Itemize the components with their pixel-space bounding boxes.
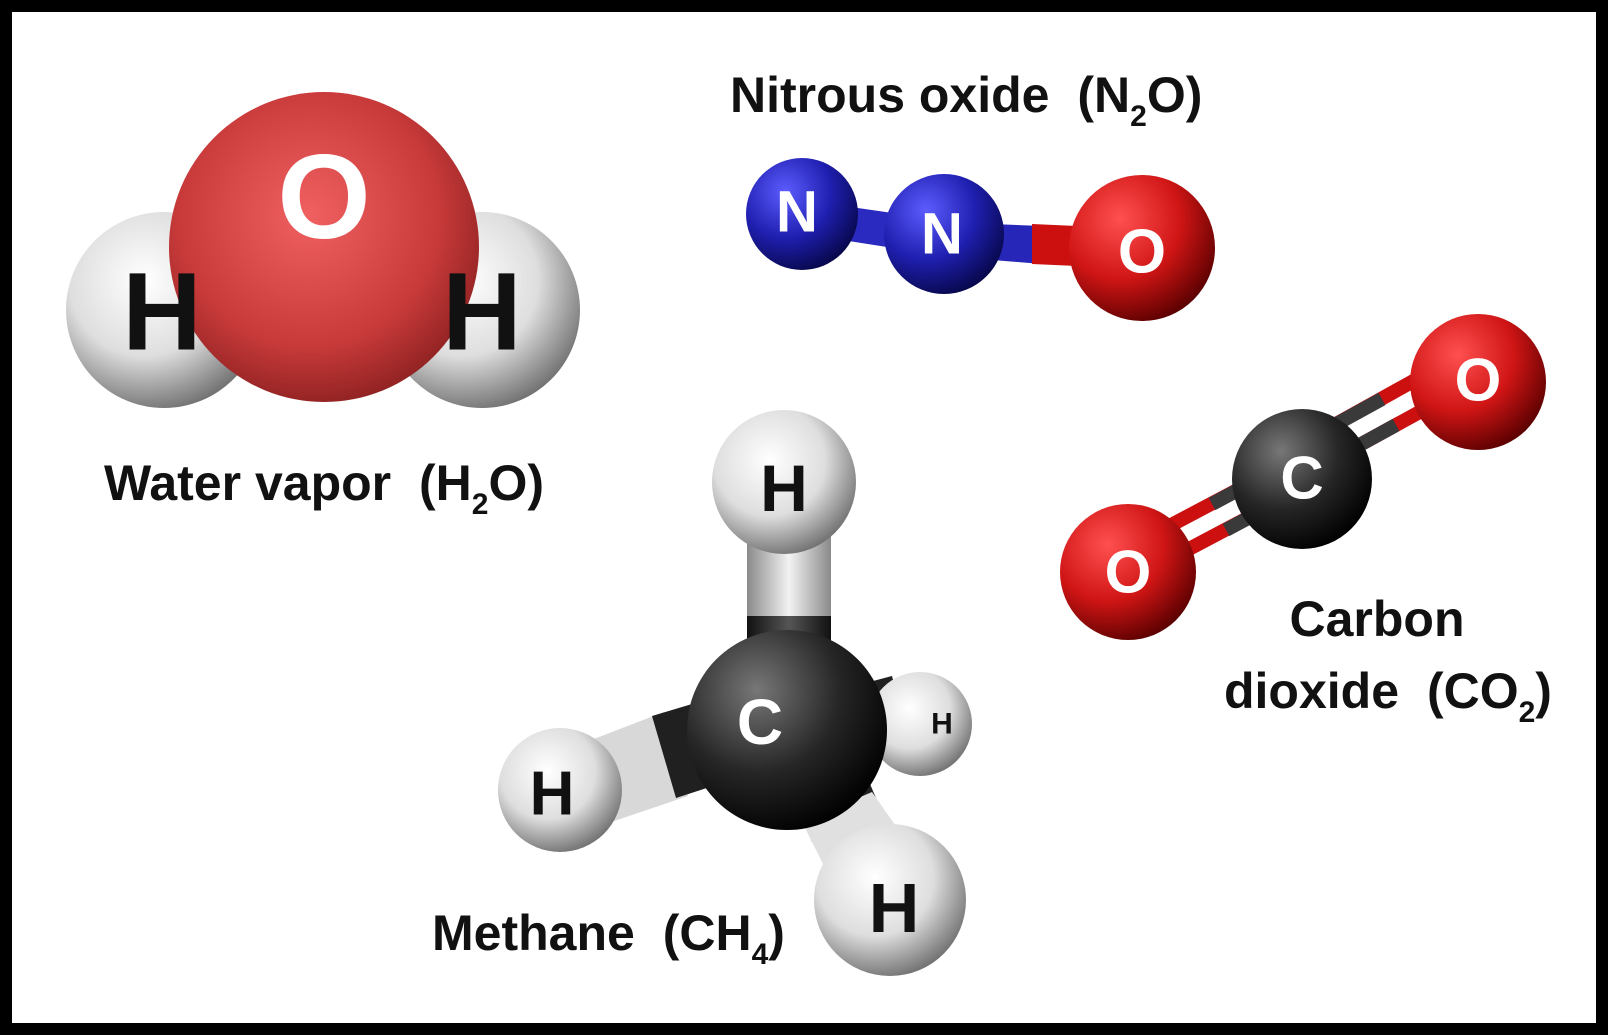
water-formula-subscript: 2 xyxy=(472,488,489,521)
water-molecule: O H H xyxy=(66,92,580,408)
carbon-dioxide-oxygen-bottom-atom xyxy=(1060,504,1196,640)
methane-formula-suffix: ) xyxy=(768,905,785,961)
water-formula-prefix: (H xyxy=(419,455,472,511)
carbon-dioxide-formula-suffix: ) xyxy=(1535,663,1552,719)
water-hydrogen-right-symbol: H xyxy=(442,251,521,374)
nitrous-oxide-molecule: N N O xyxy=(746,158,1215,321)
methane-name: Methane xyxy=(432,905,635,961)
carbon-dioxide-name-line2: dioxide xyxy=(1224,663,1399,719)
carbon-dioxide-oxygen-bottom-symbol: O xyxy=(1105,539,1152,606)
methane-hydrogen-bottom-atom xyxy=(814,824,966,976)
carbon-dioxide-oxygen-top-symbol: O xyxy=(1455,347,1502,414)
methane-hydrogen-right-symbol: H xyxy=(931,708,953,741)
molecules-diagram: O H H Water vapor (H2O) Nitrous oxide (N… xyxy=(66,67,1552,976)
water-formula-suffix: O) xyxy=(488,455,544,511)
methane-carbon-symbol: C xyxy=(737,686,783,758)
nitrous-oxide-formula-prefix: (N xyxy=(1077,67,1130,123)
methane-hydrogen-top-atom xyxy=(712,410,856,554)
nitrous-oxide-nitrogen-2-symbol: N xyxy=(921,202,963,267)
water-hydrogen-left-symbol: H xyxy=(122,251,201,374)
nitrous-oxide-formula-suffix: O) xyxy=(1147,67,1203,123)
water-oxygen-symbol: O xyxy=(277,130,370,264)
carbon-dioxide-carbon-atom xyxy=(1232,409,1372,549)
carbon-dioxide-label-line1: Carbon xyxy=(1290,591,1465,647)
nitrous-oxide-nitrogen-2-atom xyxy=(884,174,1004,294)
methane-hydrogen-left-atom xyxy=(498,728,622,852)
carbon-dioxide-oxygen-top-atom xyxy=(1410,314,1546,450)
nitrous-oxide-formula-subscript: 2 xyxy=(1130,100,1147,133)
methane-carbon-atom xyxy=(687,630,887,830)
carbon-dioxide-carbon-symbol: C xyxy=(1280,445,1323,512)
methane-formula-prefix: (CH xyxy=(663,905,752,961)
methane-hydrogen-left-symbol: H xyxy=(530,760,575,829)
methane-hydrogen-top-symbol: H xyxy=(760,451,808,525)
carbon-dioxide-formula-prefix: (CO xyxy=(1427,663,1519,719)
carbon-dioxide-label-line2: dioxide (CO2) xyxy=(1224,663,1552,729)
methane-formula-subscript: 4 xyxy=(752,938,769,971)
nitrous-oxide-oxygen-atom xyxy=(1069,175,1215,321)
nitrous-oxide-nitrogen-1-atom xyxy=(746,158,858,270)
carbon-dioxide-formula-subscript: 2 xyxy=(1519,696,1536,729)
nitrous-oxide-oxygen-symbol: O xyxy=(1118,218,1166,287)
carbon-dioxide-molecule: C O O xyxy=(1060,314,1546,640)
methane-hydrogen-right-atom xyxy=(868,672,972,776)
water-oxygen-atom xyxy=(169,92,479,402)
nitrous-oxide-nitrogen-1-symbol: N xyxy=(776,180,818,245)
diagram-canvas: O H H Water vapor (H2O) Nitrous oxide (N… xyxy=(12,12,1596,1023)
nitrous-oxide-name: Nitrous oxide xyxy=(730,67,1049,123)
water-label: Water vapor (H2O) xyxy=(104,455,544,521)
methane-molecule: C H H H H xyxy=(498,410,972,976)
nitrous-oxide-label: Nitrous oxide (N2O) xyxy=(730,67,1202,133)
methane-label: Methane (CH4) xyxy=(432,905,785,971)
methane-hydrogen-bottom-symbol: H xyxy=(869,869,920,947)
water-name: Water vapor xyxy=(104,455,391,511)
